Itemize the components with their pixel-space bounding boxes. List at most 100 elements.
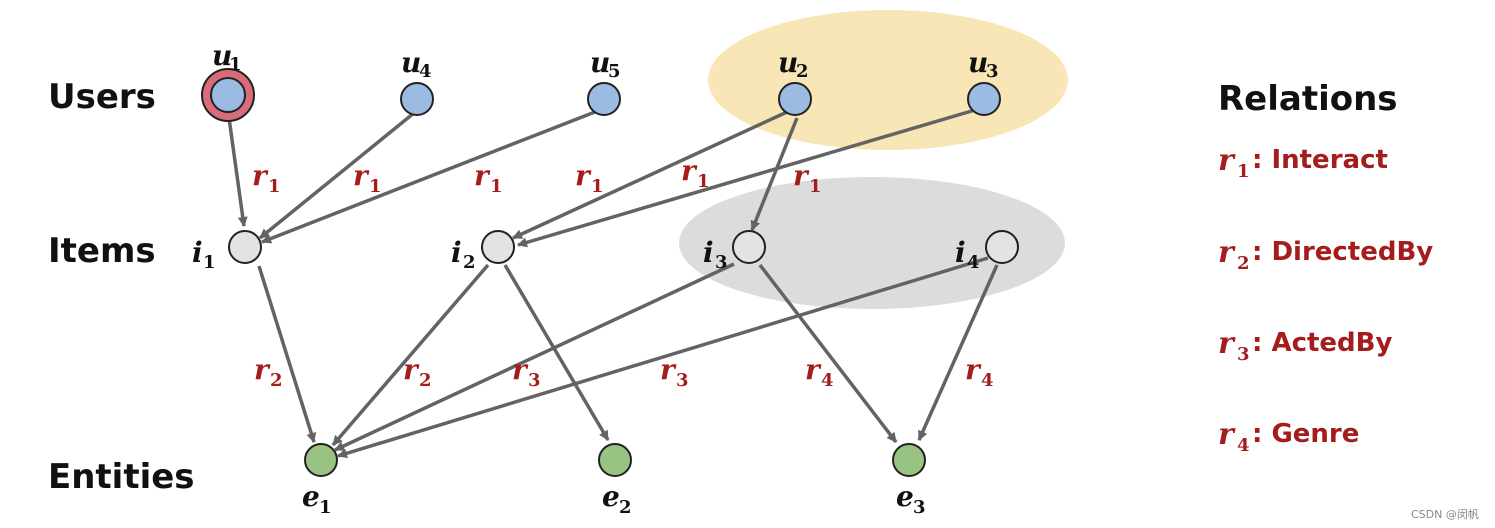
- svg-text:r: r: [681, 154, 698, 187]
- svg-text:: Genre: : Genre: [1252, 419, 1359, 449]
- svg-text:: ActedBy: : ActedBy: [1252, 328, 1392, 358]
- node-i4: i 4: [955, 230, 1019, 273]
- node-e3: e 3: [892, 443, 926, 518]
- svg-text:5: 5: [608, 61, 621, 82]
- svg-text:2: 2: [270, 370, 283, 391]
- svg-text:: Interact: : Interact: [1252, 145, 1388, 175]
- svg-text:r: r: [805, 353, 822, 386]
- svg-text:2: 2: [1237, 253, 1250, 274]
- edge-i1-e1: [257, 265, 317, 443]
- svg-text:3: 3: [676, 370, 689, 391]
- svg-text:r: r: [660, 353, 677, 386]
- svg-text:u: u: [590, 46, 610, 79]
- row-label-entities: Entities: [48, 457, 195, 497]
- edges: [227, 108, 999, 459]
- svg-text:1: 1: [809, 176, 822, 197]
- row-label-users: Users: [48, 77, 156, 117]
- svg-text:r: r: [252, 159, 269, 192]
- edge-u2-i3: [750, 117, 799, 231]
- svg-text:r: r: [575, 159, 592, 192]
- svg-text:r: r: [1218, 326, 1236, 361]
- edge-u2-i2: [512, 110, 788, 240]
- edge-i4-e3: [917, 264, 999, 441]
- edge-i3-e3: [758, 263, 898, 444]
- svg-text:4: 4: [821, 370, 834, 391]
- relation-r3: r 3 : ActedBy: [1218, 326, 1392, 365]
- svg-text:1: 1: [369, 176, 382, 197]
- svg-text:1: 1: [1237, 161, 1250, 182]
- svg-text:3: 3: [1237, 344, 1250, 365]
- edge-u4-i1: [258, 111, 416, 240]
- svg-text:1: 1: [268, 176, 281, 197]
- row-label-items: Items: [48, 231, 156, 271]
- user-group-highlight: [708, 10, 1068, 150]
- svg-text:1: 1: [591, 176, 604, 197]
- svg-text:3: 3: [913, 497, 926, 518]
- svg-text:i: i: [451, 236, 462, 269]
- svg-text:r: r: [353, 159, 370, 192]
- svg-text:2: 2: [796, 61, 809, 82]
- node-i3: i 3: [703, 230, 766, 273]
- svg-text:4: 4: [981, 370, 994, 391]
- node-i2: i 2: [451, 230, 515, 273]
- svg-text:r: r: [474, 159, 491, 192]
- svg-text:r: r: [793, 159, 810, 192]
- item-group-highlight: [679, 177, 1065, 309]
- svg-text:r: r: [1218, 417, 1236, 452]
- svg-text:u: u: [212, 39, 232, 72]
- svg-text:1: 1: [319, 497, 332, 518]
- relations-title: Relations: [1218, 79, 1398, 119]
- relation-r4: r 4 : Genre: [1218, 417, 1359, 456]
- edge-u5-i1: [261, 108, 601, 244]
- node-u4: u 4: [400, 46, 434, 116]
- svg-text:3: 3: [528, 370, 541, 391]
- svg-text:1: 1: [697, 171, 710, 192]
- svg-text:e: e: [302, 480, 320, 513]
- svg-text:4: 4: [967, 252, 980, 273]
- svg-text:4: 4: [1237, 435, 1250, 456]
- relation-r1: r 1 : Interact: [1218, 143, 1388, 182]
- svg-text:r: r: [512, 353, 529, 386]
- edge-u1-i1: [227, 117, 248, 227]
- svg-text:2: 2: [463, 252, 476, 273]
- svg-text:i: i: [955, 236, 966, 269]
- svg-text:e: e: [602, 480, 620, 513]
- svg-text:2: 2: [419, 370, 432, 391]
- node-i1: i 1: [192, 230, 262, 273]
- svg-text:3: 3: [715, 252, 728, 273]
- edge-i4-e1: [337, 256, 989, 459]
- svg-text:u: u: [778, 46, 798, 79]
- svg-text:4: 4: [419, 61, 432, 82]
- node-e2: e 2: [598, 443, 632, 518]
- svg-text:r: r: [254, 353, 271, 386]
- svg-text:1: 1: [203, 252, 216, 273]
- edge-i2-e1: [331, 263, 490, 447]
- node-u3: u 3: [967, 46, 1001, 116]
- node-u5: u 5: [587, 46, 621, 116]
- svg-text:1: 1: [490, 176, 503, 197]
- svg-text:2: 2: [619, 497, 632, 518]
- svg-text:1: 1: [229, 54, 242, 75]
- svg-text:u: u: [401, 46, 421, 79]
- svg-text:: DirectedBy: : DirectedBy: [1252, 237, 1433, 267]
- node-u1: u 1: [201, 39, 255, 122]
- svg-text:r: r: [1218, 235, 1236, 270]
- relation-r2: r 2 : DirectedBy: [1218, 235, 1433, 274]
- edge-u3-i2: [517, 108, 976, 248]
- svg-text:u: u: [968, 46, 988, 79]
- svg-text:i: i: [192, 236, 203, 269]
- svg-text:i: i: [703, 236, 714, 269]
- svg-text:r: r: [1218, 143, 1236, 178]
- node-e1: e 1: [302, 443, 338, 518]
